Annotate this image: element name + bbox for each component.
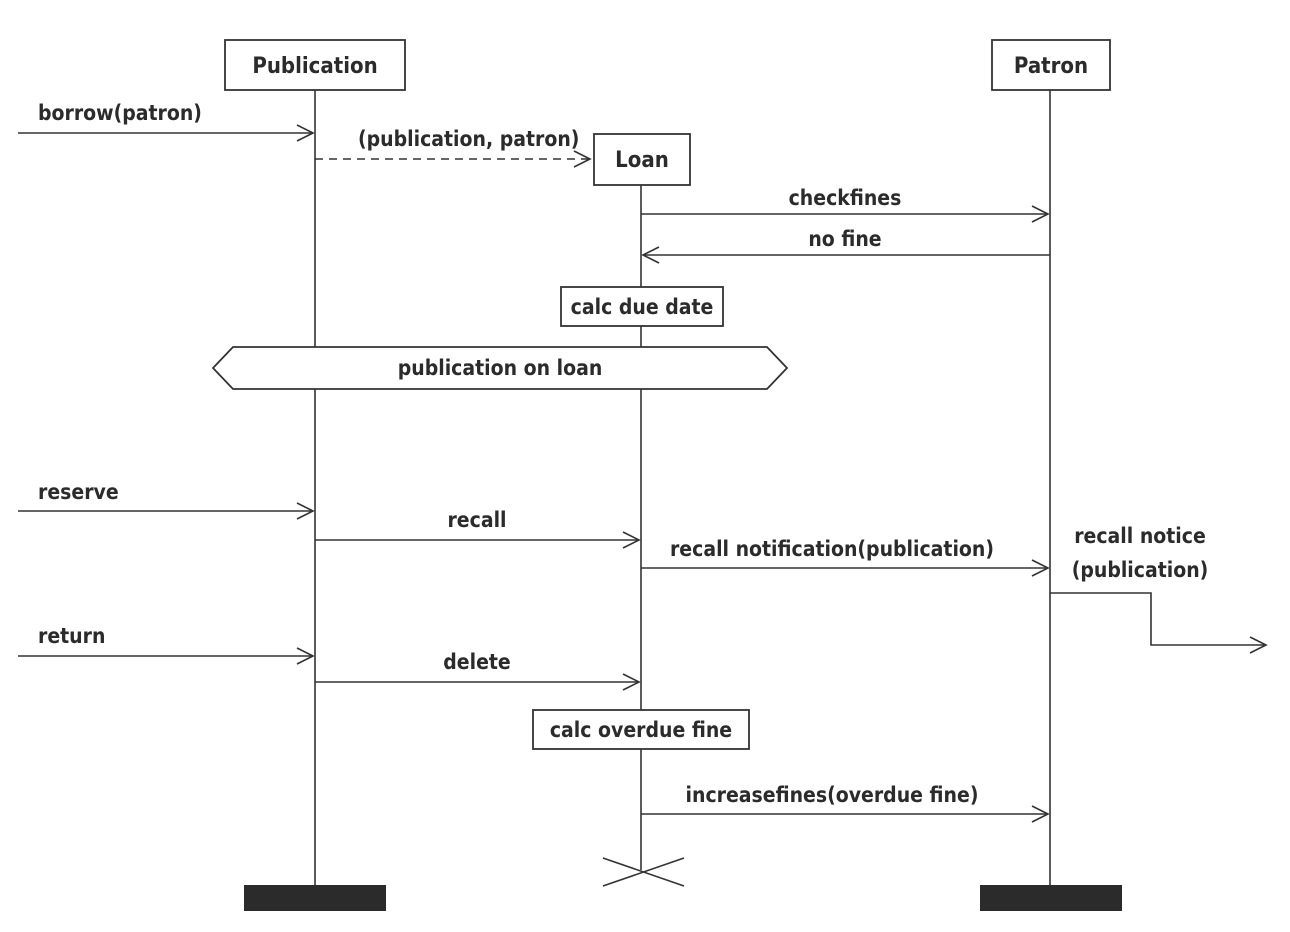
message-return: return [18, 624, 315, 665]
message-delete: delete [315, 650, 641, 691]
message-recall-label: recall [447, 508, 506, 532]
message-checkfines: checkfines [641, 186, 1050, 223]
patron-title: Patron [1014, 54, 1088, 79]
message-create-label: (publication, patron) [358, 127, 579, 151]
message-reserve: reserve [18, 480, 315, 520]
loan-destroy-marker [602, 857, 685, 887]
message-no-fine: no fine [641, 227, 1050, 264]
message-recall-notification: recall notification(publication) [641, 537, 1050, 577]
message-recall-notice: recall notice (publication) [1050, 524, 1268, 654]
message-borrow-label: borrow(patron) [38, 101, 202, 125]
publication-header: Publication [224, 39, 406, 91]
message-borrow: borrow(patron) [18, 101, 315, 142]
action-calc-overdue-fine-label: calc overdue fine [550, 718, 732, 742]
loan-header: Loan [593, 133, 691, 186]
message-delete-label: delete [443, 650, 510, 674]
message-recall-notice-label-1: recall notice [1074, 524, 1206, 548]
message-recall: recall [315, 508, 641, 549]
publication-end-bar [244, 885, 386, 911]
loan-title: Loan [615, 148, 669, 173]
message-recall-notification-label: recall notification(publication) [670, 537, 994, 561]
state-on-loan: publication on loan [211, 346, 789, 390]
message-increasefines-label: increasefines(overdue fine) [686, 783, 979, 807]
message-recall-notice-label-2: (publication) [1072, 558, 1209, 582]
patron-header: Patron [991, 39, 1111, 91]
message-return-label: return [38, 624, 105, 648]
message-create-loan: (publication, patron) [315, 127, 592, 168]
message-checkfines-label: checkfines [789, 186, 902, 210]
state-on-loan-label: publication on loan [398, 356, 603, 380]
action-calc-due-date-label: calc due date [571, 295, 714, 319]
action-calc-overdue-fine: calc overdue fine [532, 709, 750, 750]
action-calc-due-date: calc due date [560, 286, 724, 327]
patron-end-bar [980, 885, 1122, 911]
publication-title: Publication [252, 54, 377, 79]
message-no-fine-label: no fine [808, 227, 881, 251]
message-reserve-label: reserve [38, 480, 119, 504]
message-increasefines: increasefines(overdue fine) [641, 783, 1050, 823]
